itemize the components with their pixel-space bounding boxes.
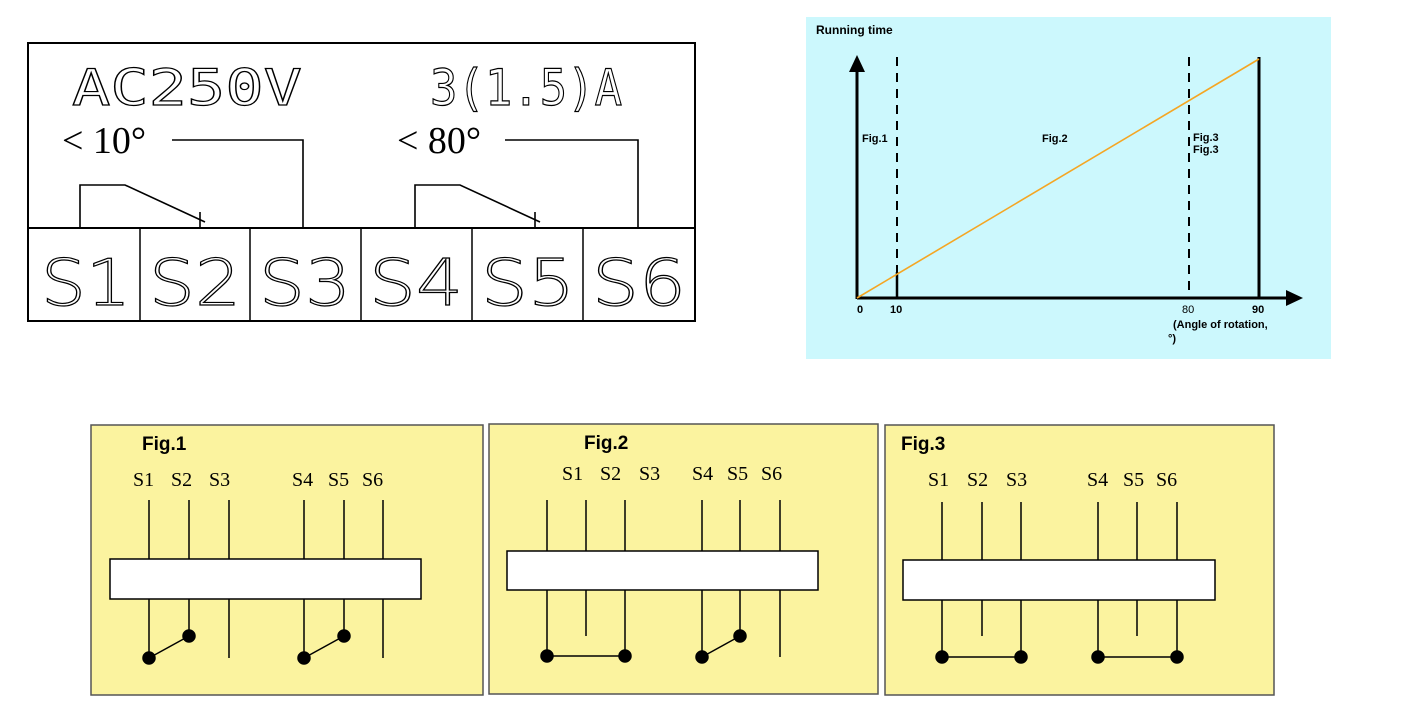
terminal-label: S4 bbox=[692, 463, 713, 485]
angle-label-left: < 10° bbox=[62, 120, 146, 162]
terminal-label: S5 bbox=[1123, 469, 1144, 491]
terminal-label: S2 bbox=[967, 469, 988, 491]
terminal-labels: S1 S2 S3 S4 S5 S6 bbox=[928, 469, 1177, 491]
contact-state-closed bbox=[142, 629, 351, 665]
figure-2-panel: Fig.2 S1 S2 S3 S4 S5 S6 bbox=[488, 423, 879, 695]
switch-body bbox=[506, 550, 819, 591]
terminal-label: S5 bbox=[481, 247, 575, 321]
tick-label-0: 0 bbox=[857, 304, 863, 316]
contact-state-mixed bbox=[540, 629, 747, 664]
running-time-line bbox=[856, 58, 1260, 299]
timing-chart-x-label-unit: °) bbox=[1168, 333, 1176, 345]
terminal-label: S2 bbox=[149, 247, 241, 321]
region-label-fig2: Fig.2 bbox=[1042, 133, 1068, 145]
figure-3-panel: Fig.3 S1 S2 S3 S4 S5 S6 bbox=[884, 424, 1275, 696]
figure-1-panel: Fig.1 S1 S2 S3 S4 S5 S6 bbox=[90, 424, 484, 696]
terminal-label: S2 bbox=[600, 463, 621, 485]
terminal-label: S4 bbox=[369, 247, 463, 321]
terminal-label: S1 bbox=[133, 469, 154, 491]
terminal-cell-dividers bbox=[139, 228, 584, 321]
tick-label-80: 80 bbox=[1182, 304, 1194, 316]
figure-title: Fig.3 bbox=[901, 434, 945, 455]
voltage-rating: AC250V bbox=[72, 59, 302, 117]
switch-symbol-left bbox=[79, 139, 304, 228]
tick-label-10: 10 bbox=[890, 304, 902, 316]
timing-chart-axes bbox=[849, 55, 1303, 306]
terminal-block-diagram: AC250V 3(1.5)A < 10° < 80° S1 S2 S3 S4 S… bbox=[27, 42, 696, 322]
switch-body bbox=[902, 559, 1216, 601]
contact-state-open bbox=[935, 650, 1184, 664]
terminal-labels: S1 S2 S3 S4 S5 S6 bbox=[133, 469, 383, 491]
terminal-labels: S1 S2 S3 S4 S5 S6 bbox=[40, 246, 686, 321]
terminal-label: S4 bbox=[292, 469, 313, 491]
tick-label-90: 90 bbox=[1252, 304, 1264, 316]
terminal-label: S1 bbox=[562, 463, 583, 485]
terminal-label: S3 bbox=[209, 469, 230, 491]
terminal-label: S1 bbox=[928, 469, 949, 491]
terminal-label: S3 bbox=[259, 247, 351, 321]
terminal-label: S5 bbox=[328, 469, 349, 491]
region-label-fig3b: Fig.3 bbox=[1193, 144, 1219, 156]
region-label-fig1: Fig.1 bbox=[862, 133, 888, 145]
terminal-label: S6 bbox=[761, 463, 782, 485]
region-label-fig3a: Fig.3 bbox=[1193, 132, 1219, 144]
figure-title: Fig.1 bbox=[142, 434, 187, 455]
timing-chart-background bbox=[806, 17, 1331, 359]
figure-title: Fig.2 bbox=[584, 433, 628, 454]
terminal-label: S5 bbox=[727, 463, 748, 485]
terminal-labels: S1 S2 S3 S4 S5 S6 bbox=[562, 463, 782, 485]
terminal-label: S3 bbox=[1006, 469, 1027, 491]
terminal-label: S6 bbox=[1156, 469, 1177, 491]
terminal-label: S3 bbox=[639, 463, 660, 485]
terminal-label: S2 bbox=[171, 469, 192, 491]
current-rating: 3(1.5)A bbox=[430, 59, 622, 117]
timing-chart-x-label: (Angle of rotation, bbox=[1173, 319, 1268, 331]
terminal-label: S6 bbox=[362, 469, 383, 491]
switch-symbol-right bbox=[414, 139, 639, 228]
terminal-label: S6 bbox=[592, 247, 686, 321]
timing-chart-y-label: Running time bbox=[816, 23, 893, 37]
switch-body bbox=[109, 558, 422, 600]
terminal-label: S4 bbox=[1087, 469, 1108, 491]
timing-chart: Running time Fig.1 Fig.2 Fig.3 Fig.3 0 1… bbox=[806, 17, 1331, 359]
terminal-label: S1 bbox=[41, 247, 131, 321]
angle-label-right: < 80° bbox=[397, 120, 481, 162]
